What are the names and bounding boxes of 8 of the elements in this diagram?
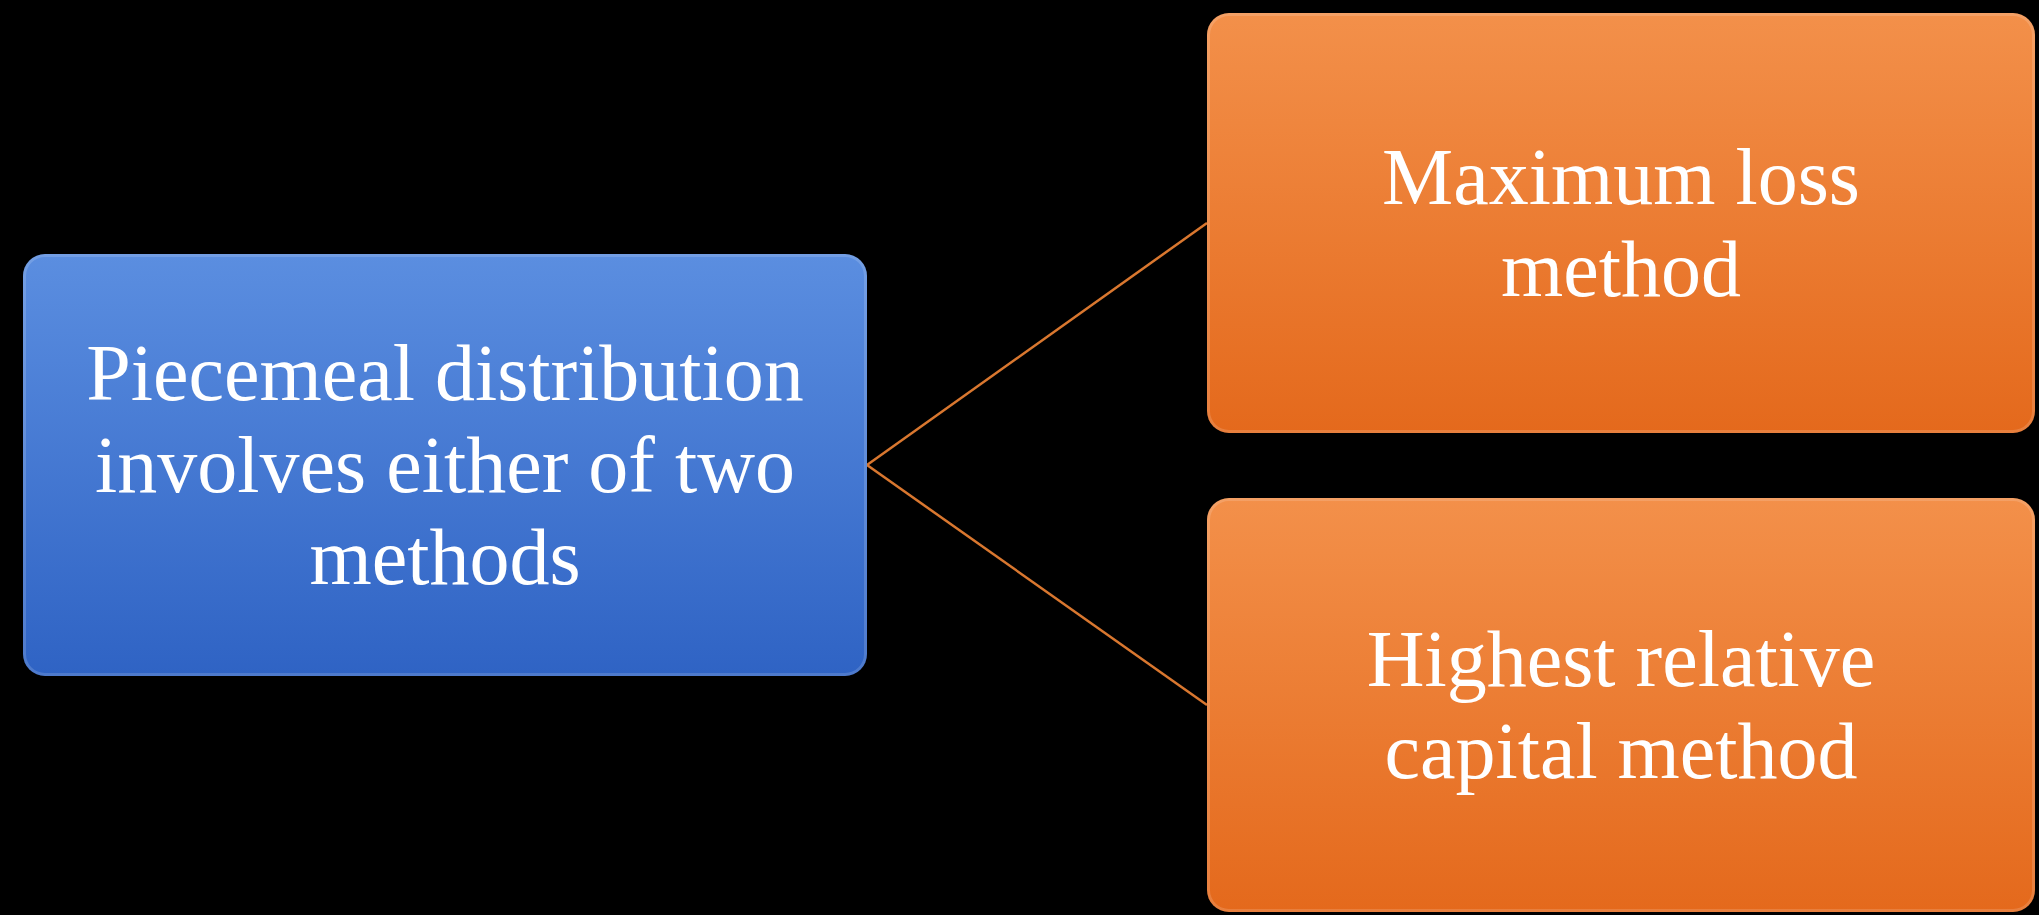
method-box <box>1207 498 2035 912</box>
node-label: Highest relative capital method <box>1365 614 1877 797</box>
node-label: Maximum loss method <box>1381 132 1861 315</box>
node-label: Piecemeal distribution involves either of two methods <box>85 328 805 603</box>
method-box <box>1207 13 2035 433</box>
connector-line <box>866 463 1208 707</box>
connector-line <box>866 222 1208 466</box>
topic-box <box>23 254 867 676</box>
